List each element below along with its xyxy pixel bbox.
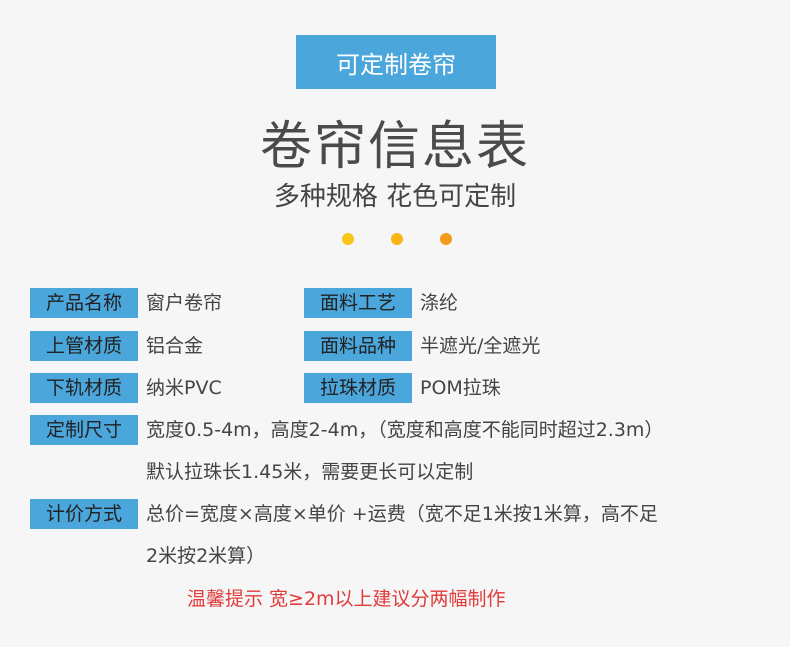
- page-title: 卷帘信息表: [259, 117, 530, 177]
- value-fabric-process: 涤纶: [420, 292, 459, 314]
- value-lower-rail: 纳米PVC: [146, 377, 222, 399]
- page-subtitle: 多种规格 花色可定制: [273, 182, 517, 212]
- decorative-dot: [391, 233, 403, 245]
- label-upper-tube: 上管材质: [30, 331, 138, 361]
- value-upper-tube: 铝合金: [146, 335, 204, 357]
- value-pricing-line2: 2米按2米算）: [146, 545, 266, 567]
- header-badge: 可定制卷帘: [296, 35, 496, 89]
- label-fabric-process: 面料工艺: [304, 288, 412, 318]
- tip-note: 温馨提示 宽≥2m以上建议分两幅制作: [187, 588, 506, 610]
- label-lower-rail: 下轨材质: [30, 373, 138, 403]
- label-custom-size: 定制尺寸: [30, 415, 138, 445]
- label-fabric-type: 面料品种: [304, 331, 412, 361]
- value-custom-size-line2: 默认拉珠长1.45米，需要更长可以定制: [146, 461, 474, 483]
- decorative-dot: [342, 233, 354, 245]
- value-product-name: 窗户卷帘: [146, 292, 223, 314]
- label-product-name: 产品名称: [30, 288, 138, 318]
- value-fabric-type: 半遮光/全遮光: [420, 335, 541, 357]
- value-pricing-line1: 总价=宽度×高度×单价 +运费（宽不足1米按1米算，高不足: [146, 503, 658, 525]
- label-pricing: 计价方式: [30, 499, 138, 529]
- decorative-dot: [440, 233, 452, 245]
- label-bead-material: 拉珠材质: [304, 373, 412, 403]
- value-bead-material: POM拉珠: [420, 377, 501, 399]
- value-custom-size-line1: 宽度0.5-4m，高度2-4m，（宽度和高度不能同时超过2.3m）: [146, 419, 664, 441]
